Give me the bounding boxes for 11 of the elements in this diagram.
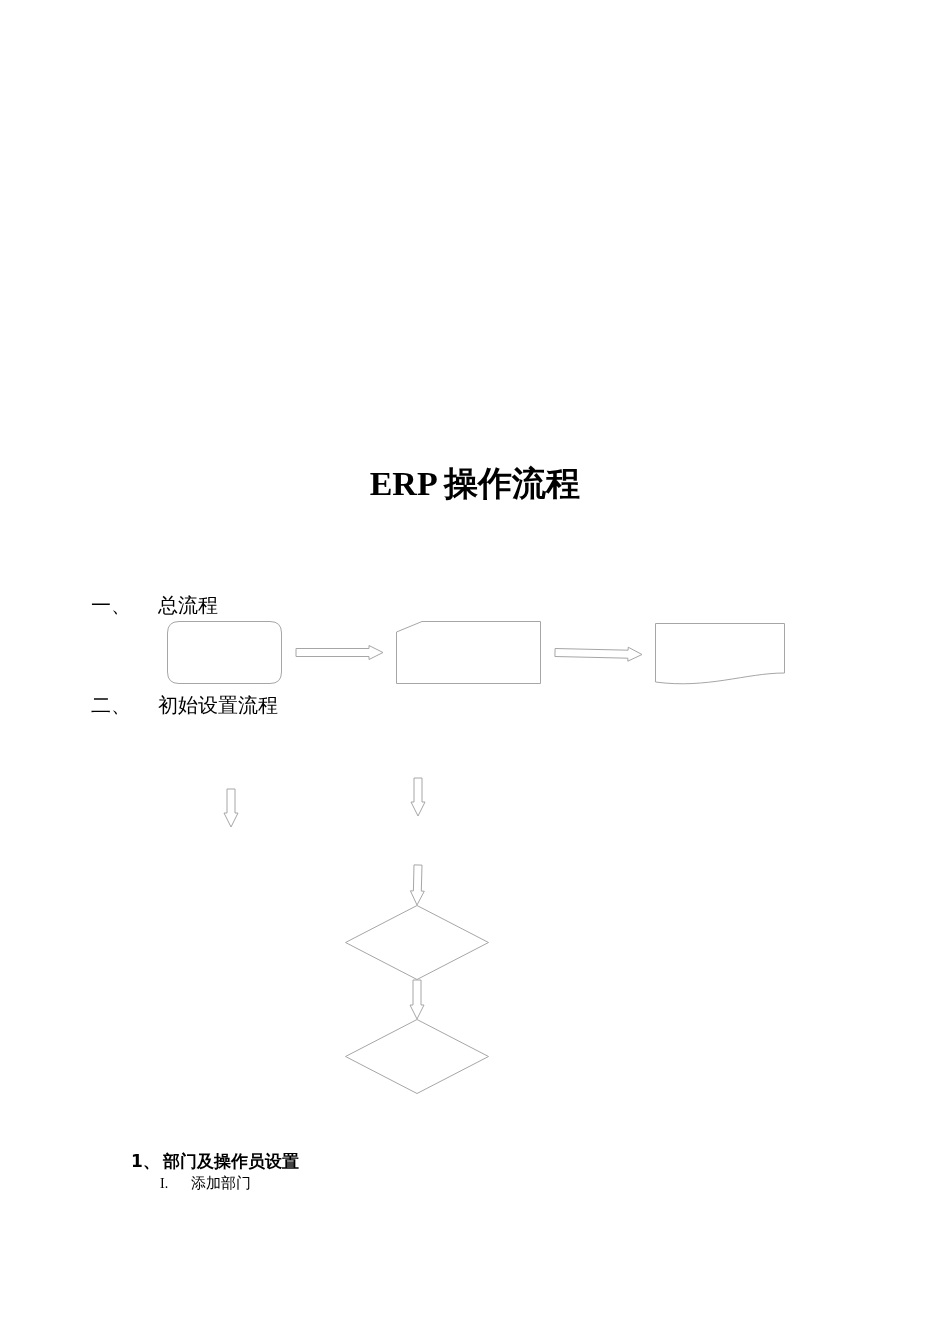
block-arrow: [409, 864, 425, 906]
list-marker: I.: [160, 1176, 169, 1192]
block-arrow: [409, 979, 425, 1020]
section-number: 二、: [91, 694, 131, 716]
subsection-heading: 部门及操作员设置: [163, 1152, 299, 1171]
section-number: 一、: [91, 594, 131, 616]
subsection-number: 1、: [131, 1152, 160, 1171]
block-arrow: [554, 646, 643, 662]
list-item: 添加部门: [191, 1175, 251, 1192]
page-title: ERP 操作流程: [368, 465, 582, 503]
block-arrow: [295, 645, 384, 660]
